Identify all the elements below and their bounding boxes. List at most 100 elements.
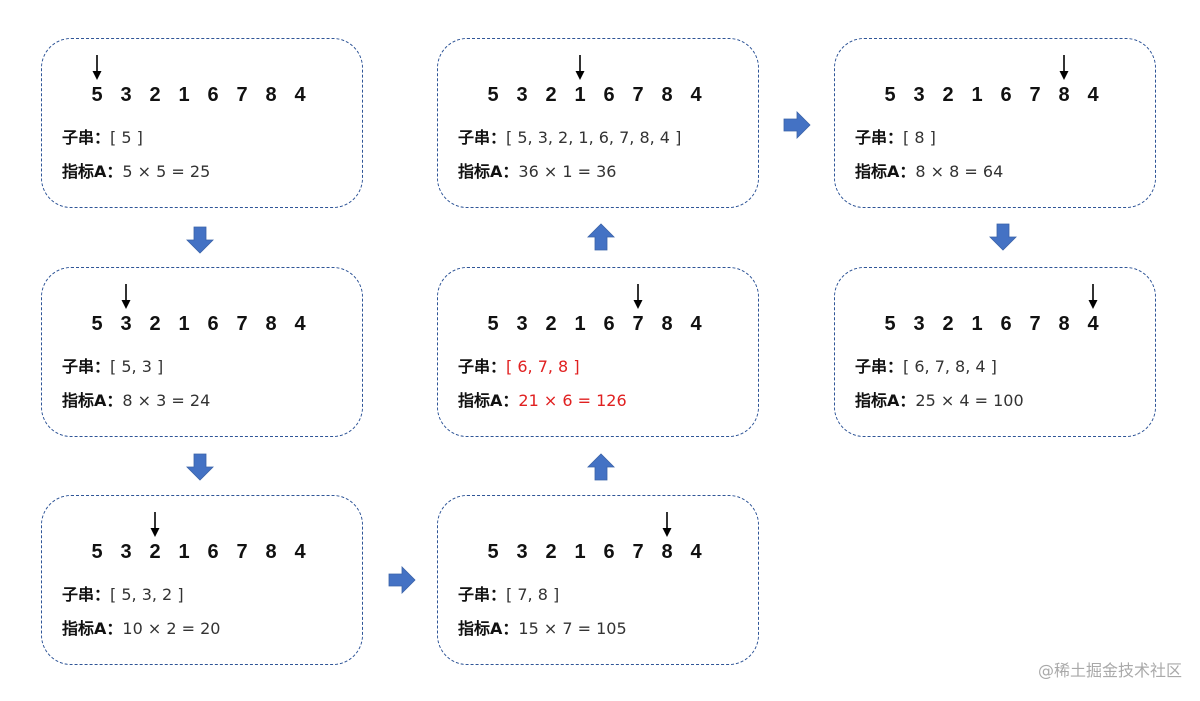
sequence-digit: 3: [120, 541, 132, 563]
metric-line: 指标A：21 × 6 = 126: [458, 391, 627, 411]
sequence-digit: 7: [1029, 313, 1041, 335]
pointer-arrow-icon: [1088, 284, 1098, 309]
sequence-digit: 4: [1087, 313, 1099, 335]
substring-label: 子串：: [458, 585, 507, 604]
sequence-digit: 2: [149, 313, 161, 335]
sequence-digit: 2: [942, 84, 954, 106]
sequence-digit: 6: [1000, 313, 1012, 335]
sequence-digit: 6: [1000, 84, 1012, 106]
sequence-digit: 1: [971, 84, 983, 106]
substring-label: 子串：: [458, 128, 507, 147]
sequence-digit: 4: [690, 313, 702, 335]
flow-arrow-up-icon: [587, 453, 615, 481]
substring-label: 子串：: [62, 585, 111, 604]
sequence-digit: 3: [120, 313, 132, 335]
sequence-digit: 5: [91, 313, 103, 335]
sequence-digit: 4: [294, 541, 306, 563]
metric-value: 10 × 2 = 20: [122, 619, 221, 638]
metric-label: 指标A：: [62, 619, 123, 638]
sequence-digit: 3: [913, 84, 925, 106]
flow-arrow-down-icon: [989, 223, 1017, 251]
metric-line: 指标A：36 × 1 = 36: [458, 162, 616, 182]
sequence-digit: 8: [1058, 313, 1070, 335]
sequence-digit: 6: [207, 313, 219, 335]
pointer-arrow-icon: [633, 284, 643, 309]
sequence-digit: 4: [690, 541, 702, 563]
sequence-digit: 5: [91, 84, 103, 106]
sequence-digit: 3: [913, 313, 925, 335]
sequence-digit: 2: [942, 313, 954, 335]
sequence-digit: 1: [574, 313, 586, 335]
sequence-digit: 2: [149, 84, 161, 106]
substring-value: [ 5, 3, 2, 1, 6, 7, 8, 4 ]: [506, 128, 682, 147]
sequence-digit: 8: [661, 84, 673, 106]
substring-line: 子串：[ 6, 7, 8 ]: [458, 357, 580, 377]
sequence-digit: 4: [1087, 84, 1099, 106]
pointer-arrow-icon: [662, 512, 672, 537]
pointer-arrow-icon: [150, 512, 160, 537]
metric-value: 15 × 7 = 105: [518, 619, 627, 638]
pointer-arrow-icon: [121, 284, 131, 309]
substring-label: 子串：: [458, 357, 507, 376]
sequence-digit: 5: [487, 313, 499, 335]
sequence-digit: 7: [1029, 84, 1041, 106]
substring-line: 子串：[ 5, 3, 2, 1, 6, 7, 8, 4 ]: [458, 128, 681, 148]
metric-value: 25 × 4 = 100: [915, 391, 1024, 410]
metric-label: 指标A：: [855, 162, 916, 181]
sequence-digit: 3: [516, 313, 528, 335]
substring-value: [ 6, 7, 8, 4 ]: [903, 357, 997, 376]
sequence-digit: 3: [120, 84, 132, 106]
metric-line: 指标A：25 × 4 = 100: [855, 391, 1024, 411]
substring-value: [ 5, 3 ]: [110, 357, 164, 376]
substring-value: [ 6, 7, 8 ]: [506, 357, 580, 376]
sequence-digit: 7: [236, 84, 248, 106]
pointer-arrow-icon: [575, 55, 585, 80]
sequence-digit: 6: [207, 541, 219, 563]
metric-value: 36 × 1 = 36: [518, 162, 617, 181]
metric-label: 指标A：: [62, 162, 123, 181]
substring-line: 子串：[ 8 ]: [855, 128, 936, 148]
sequence-digit: 2: [149, 541, 161, 563]
metric-label: 指标A：: [458, 162, 519, 181]
substring-label: 子串：: [62, 357, 111, 376]
sequence-digit: 5: [91, 541, 103, 563]
sequence-digit: 5: [884, 313, 896, 335]
substring-line: 子串：[ 6, 7, 8, 4 ]: [855, 357, 997, 377]
sequence-digit: 8: [1058, 84, 1070, 106]
sequence-digit: 6: [603, 84, 615, 106]
sequence-digit: 4: [690, 84, 702, 106]
sequence-digit: 4: [294, 313, 306, 335]
watermark: @稀土掘金技术社区: [1037, 661, 1182, 680]
substring-value: [ 7, 8 ]: [506, 585, 560, 604]
sequence-digit: 2: [545, 541, 557, 563]
sequence-digit: 1: [971, 313, 983, 335]
substring-label: 子串：: [62, 128, 111, 147]
flow-arrow-down-icon: [186, 226, 214, 254]
sequence-digit: 8: [265, 541, 277, 563]
sequence-digit: 6: [603, 313, 615, 335]
pointer-arrow-icon: [92, 55, 102, 80]
sequence-digit: 8: [661, 313, 673, 335]
sequence-digit: 7: [632, 541, 644, 563]
substring-line: 子串：[ 5, 3 ]: [62, 357, 163, 377]
substring-value: [ 5, 3, 2 ]: [110, 585, 184, 604]
sequence-digit: 6: [207, 84, 219, 106]
substring-line: 子串：[ 5, 3, 2 ]: [62, 585, 184, 605]
sequence-digit: 7: [632, 313, 644, 335]
sequence-digit: 3: [516, 541, 528, 563]
metric-line: 指标A：10 × 2 = 20: [62, 619, 220, 639]
flow-arrow-up-icon: [587, 223, 615, 251]
sequence-digit: 5: [487, 541, 499, 563]
metric-label: 指标A：: [458, 391, 519, 410]
metric-line: 指标A：8 × 3 = 24: [62, 391, 210, 411]
sequence-digit: 8: [265, 84, 277, 106]
metric-value: 21 × 6 = 126: [518, 391, 627, 410]
substring-value: [ 5 ]: [110, 128, 143, 147]
metric-line: 指标A：8 × 8 = 64: [855, 162, 1003, 182]
sequence-digit: 1: [178, 541, 190, 563]
